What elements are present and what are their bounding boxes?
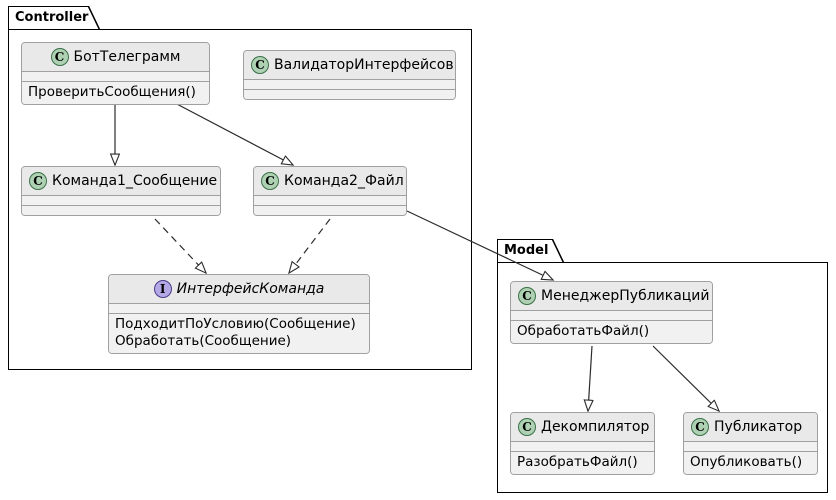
class-badge-icon: C [251,56,269,74]
class-badge-icon: C [518,287,536,305]
class-name: МенеджерПубликаций [541,288,710,304]
operation-item: Обработать(Сообщение) [115,333,292,349]
class-node-komanda2-fail[interactable]: C Команда2_Файл [253,166,407,216]
class-attributes-compartment [511,311,712,320]
class-operations-compartment: РазобратьФайл() [511,451,654,474]
class-node-header: C Публикатор [684,413,817,442]
class-node-header: C Команда1_Сообщение [22,167,220,196]
interface-node-interfeys-komanda[interactable]: I ИнтерфейсКоманда ПодходитПоУсловию(Соо… [108,274,370,354]
class-node-komanda1-soobshenie[interactable]: C Команда1_Сообщение [21,166,221,216]
class-operations-compartment [244,89,455,99]
class-node-dekompilyator[interactable]: C Декомпилятор РазобратьФайл() [510,412,655,475]
operation-item: ОбработатьФайл() [517,323,650,339]
class-operations-compartment [22,205,220,215]
class-attributes-compartment [22,72,209,81]
class-badge-icon: C [29,172,47,190]
interface-node-header: I ИнтерфейсКоманда [109,275,369,304]
package-model-tab-label: Model [497,239,564,263]
class-node-header: C БотТелеграмм [22,43,209,72]
class-badge-icon: C [518,418,536,436]
class-operations-compartment: ПроверитьСообщения() [22,81,209,104]
class-node-header: C Декомпилятор [511,413,654,442]
package-model-body [497,262,828,493]
class-badge-icon: C [261,172,279,190]
class-node-validator-interfaces[interactable]: C ВалидаторИнтерфейсов [243,50,456,100]
interface-name: ИнтерфейсКоманда [176,281,325,297]
interface-attributes-compartment [109,304,369,313]
class-operations-compartment [254,205,406,215]
class-attributes-compartment [22,196,220,205]
class-node-bot-telegramm[interactable]: C БотТелеграмм ПроверитьСообщения() [21,42,210,105]
class-name: Команда1_Сообщение [52,173,218,189]
class-name: БотТелеграмм [73,49,181,65]
operation-item: Опубликовать() [690,454,803,470]
class-node-header: C Команда2_Файл [254,167,406,196]
class-operations-compartment: ОбработатьФайл() [511,320,712,343]
class-node-publikator[interactable]: C Публикатор Опубликовать() [683,412,818,475]
class-name: ВалидаторИнтерфейсов [274,57,454,73]
class-attributes-compartment [244,80,455,89]
class-badge-icon: C [691,418,709,436]
operation-item: ПодходитПоУсловию(Сообщение) [115,316,356,332]
class-name: Декомпилятор [541,419,650,435]
interface-badge-icon: I [153,280,172,298]
operation-item: РазобратьФайл() [517,454,638,470]
class-attributes-compartment [511,442,654,451]
package-controller-body [8,29,472,370]
class-badge-icon: C [50,48,69,66]
class-name: Команда2_Файл [284,173,404,189]
class-name: Публикатор [714,419,803,435]
class-node-header: C МенеджерПубликаций [511,282,712,311]
class-operations-compartment: Опубликовать() [684,451,817,474]
operation-item: ПроверитьСообщения() [28,84,196,100]
interface-operations-compartment: ПодходитПоУсловию(Сообщение) Обработать(… [109,313,369,353]
package-controller: Controller [8,6,472,370]
class-attributes-compartment [254,196,406,205]
class-attributes-compartment [684,442,817,451]
class-node-menedzher-publikaciy[interactable]: C МенеджерПубликаций ОбработатьФайл() [510,281,713,344]
package-controller-tab-label: Controller [8,6,100,30]
class-node-header: C ВалидаторИнтерфейсов [244,51,455,80]
